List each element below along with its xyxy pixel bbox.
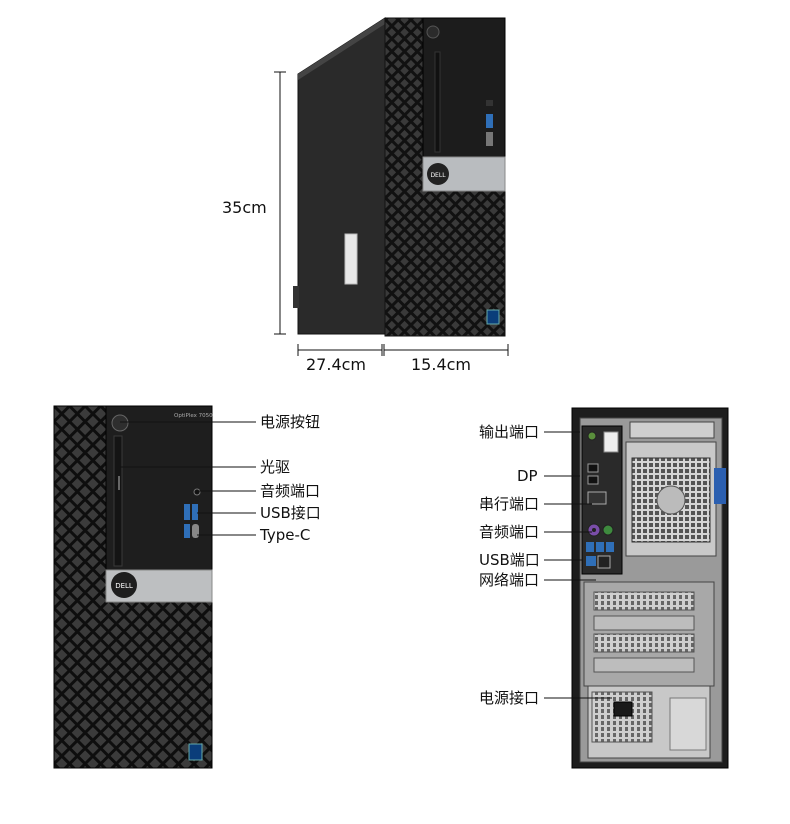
label-output-port: 输出端口 (479, 423, 540, 441)
dimension-lines (274, 71, 509, 356)
side-sticker (344, 233, 358, 285)
height-dimension: 35cm (222, 198, 267, 217)
intel-badge (486, 309, 500, 325)
depth-dimension: 27.4cm (306, 355, 367, 374)
label-power-button: 电源按钮 (260, 413, 321, 431)
width-dimension: 15.4cm (411, 355, 472, 374)
power-inlet (613, 701, 633, 717)
label-type-c: Type-C (260, 526, 311, 544)
front-bezel-panel (105, 405, 213, 573)
label-audio-port-rear: 音频端口 (479, 523, 540, 541)
tower-perspective-illustration: DELL (293, 17, 506, 337)
rear-view-illustration (571, 407, 729, 769)
label-power-port: 电源接口 (479, 689, 540, 707)
label-usb-port-front: USB接口 (260, 504, 321, 522)
intel-badge-front (188, 743, 203, 761)
power-button-shape-front (111, 414, 129, 432)
front-view-illustration: OptiPlex 7050 DELL (53, 405, 213, 769)
label-usb-port-rear: USB端口 (479, 551, 540, 569)
svg-text:OptiPlex 7050: OptiPlex 7050 (174, 413, 213, 419)
svg-text:DELL: DELL (430, 172, 446, 179)
svg-text:DELL: DELL (115, 582, 133, 590)
power-button-shape (426, 25, 440, 39)
label-audio-port-front: 音频端口 (260, 482, 321, 500)
label-optical-drive: 光驱 (260, 458, 291, 476)
label-dp: DP (517, 467, 538, 485)
label-network-port: 网络端口 (479, 571, 540, 589)
optical-drive-slot (113, 435, 123, 567)
label-serial-port: 串行端口 (479, 495, 540, 513)
